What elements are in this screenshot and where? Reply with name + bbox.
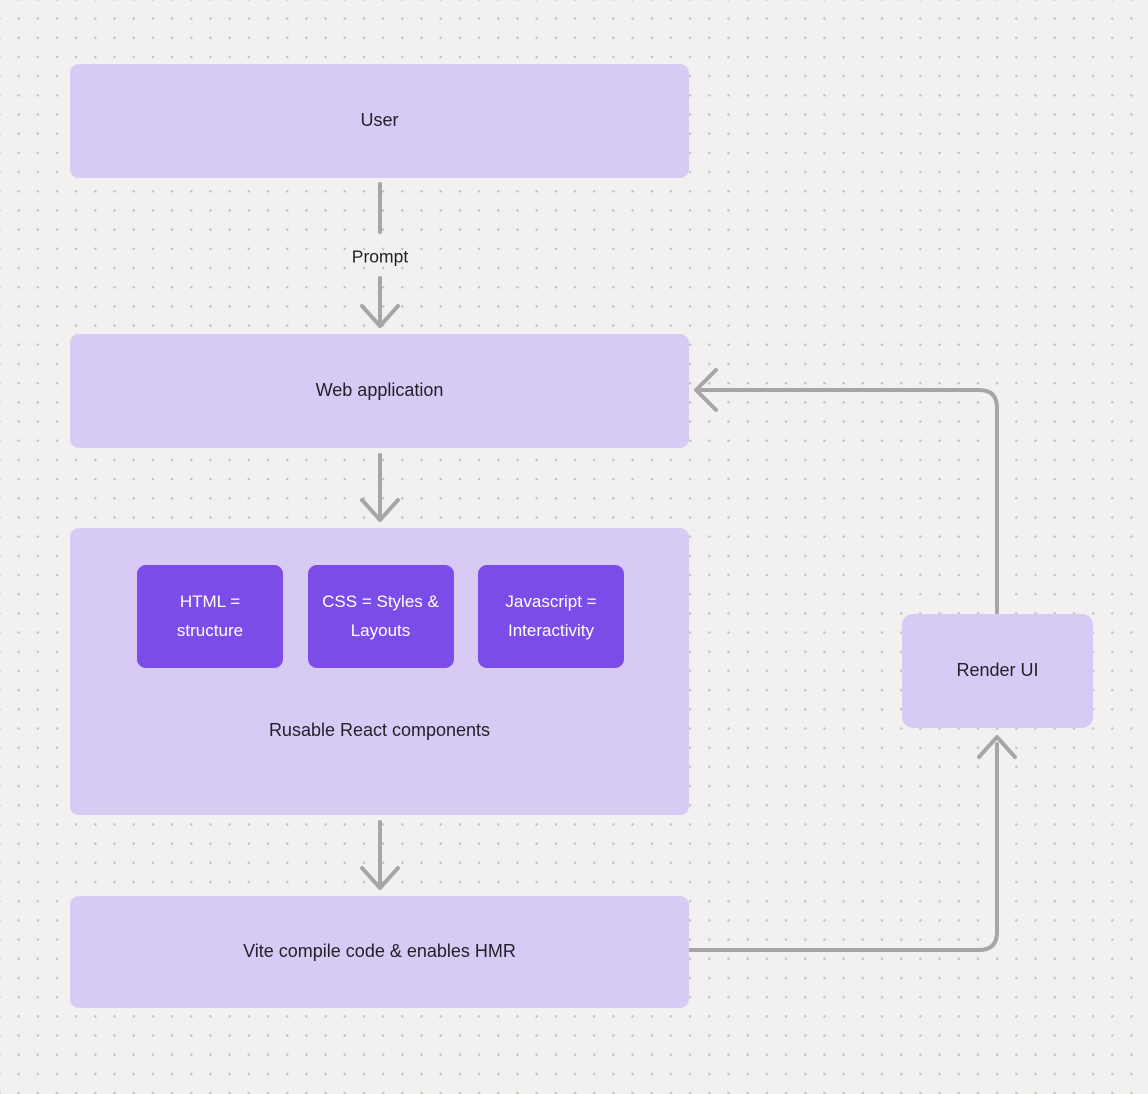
- node-web-application-label: Web application: [315, 380, 444, 401]
- node-react-components-group: HTML = structure CSS = Styles & Layouts …: [70, 528, 689, 815]
- chip-css-label: CSS = Styles & Layouts: [322, 592, 439, 640]
- chip-css: CSS = Styles & Layouts: [307, 565, 454, 668]
- arrowhead-left-icon: [694, 368, 718, 412]
- arrowhead-down-icon: [360, 498, 400, 522]
- node-web-application: Web application: [70, 334, 689, 448]
- chip-html: HTML = structure: [137, 565, 283, 668]
- chip-html-label: HTML = structure: [176, 592, 244, 640]
- node-vite: Vite compile code & enables HMR: [70, 896, 689, 1008]
- arrowhead-down-icon: [360, 866, 400, 890]
- arrowhead-up-icon: [977, 735, 1017, 759]
- arrowhead-down-icon: [360, 304, 400, 328]
- arrow-renderui-to-webapp: [699, 388, 999, 615]
- components-chip-row: HTML = structure CSS = Styles & Layouts …: [137, 565, 624, 668]
- chip-javascript-label: Javascript = Interactivity: [505, 592, 597, 640]
- edge-label-prompt: Prompt: [351, 246, 409, 267]
- node-user: User: [70, 64, 689, 178]
- node-user-label: User: [360, 110, 399, 131]
- node-vite-label: Vite compile code & enables HMR: [243, 941, 516, 962]
- arrow-vite-to-renderui: [688, 742, 999, 952]
- chip-javascript: Javascript = Interactivity: [478, 565, 624, 668]
- group-caption: Rusable React components: [268, 720, 491, 740]
- node-render-ui: Render UI: [902, 614, 1093, 728]
- node-render-ui-label: Render UI: [956, 660, 1039, 681]
